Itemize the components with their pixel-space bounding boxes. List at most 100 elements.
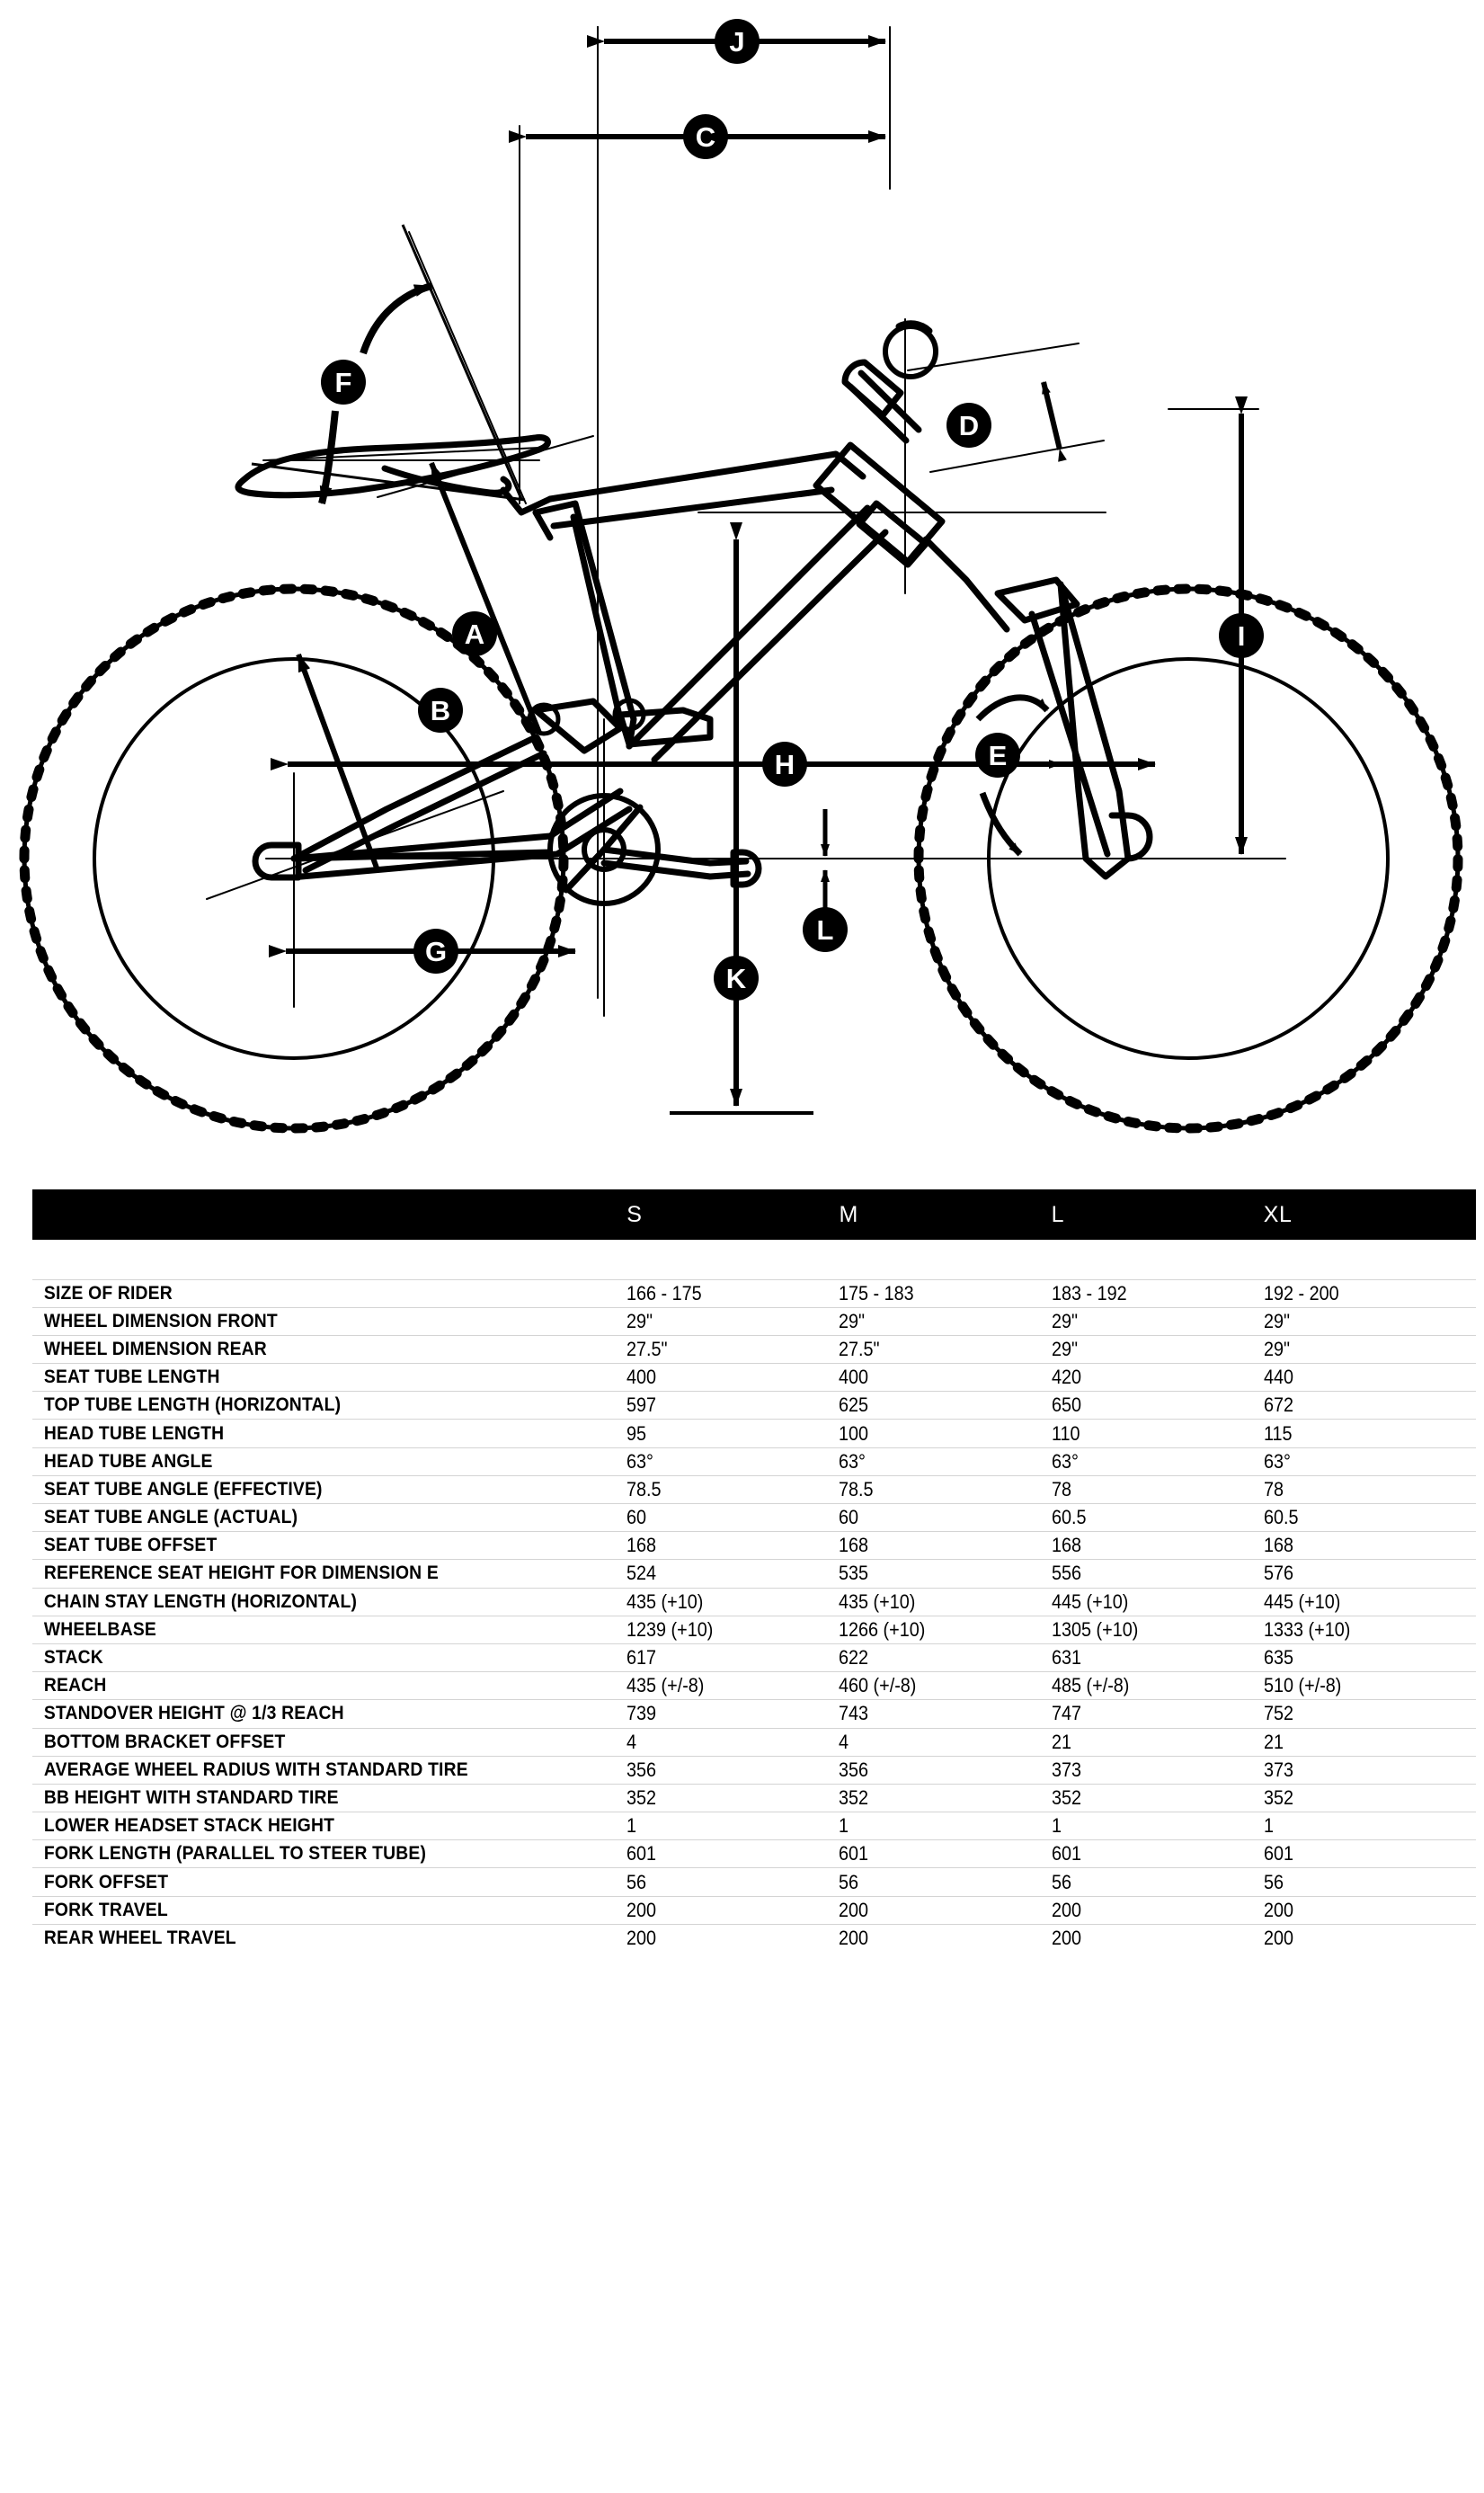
- badge-letter: B: [431, 695, 450, 726]
- cell-value: 373: [1051, 1755, 1243, 1785]
- cell-value: 56: [626, 1867, 818, 1897]
- row-label: REAR WHEEL TRAVEL: [32, 1923, 580, 1953]
- badge-circle-icon: [975, 733, 1020, 778]
- row-label: WHEEL DIMENSION REAR: [32, 1334, 580, 1364]
- callout-badge-b: B: [418, 688, 463, 733]
- cell-value: 200: [1263, 1895, 1455, 1925]
- cell-value: 635: [1263, 1643, 1455, 1672]
- cell-value: 1305 (+10): [1051, 1615, 1243, 1644]
- badge-circle-icon: [321, 360, 366, 405]
- row-label: STACK: [32, 1643, 580, 1672]
- cell-value: 1239 (+10): [626, 1615, 818, 1644]
- cell-value: 200: [1051, 1923, 1243, 1953]
- badge-letter: C: [696, 121, 715, 153]
- cell-value: 29": [1263, 1306, 1455, 1336]
- table-row: CHAIN STAY LENGTH (HORIZONTAL) 435 (+10) 4…: [32, 1587, 1476, 1616]
- row-label: WHEELBASE: [32, 1615, 580, 1644]
- cell-value: 631: [1051, 1643, 1243, 1672]
- cell-value: 56: [1263, 1867, 1455, 1897]
- cell-value: 601: [626, 1839, 818, 1868]
- cell-value: 352: [839, 1783, 1031, 1812]
- cell-value: 435 (+10): [626, 1587, 818, 1616]
- cell-value: 597: [626, 1391, 818, 1420]
- cell-value: 510 (+/-8): [1263, 1671, 1455, 1700]
- cell-value: 743: [839, 1699, 1031, 1728]
- bike-frame: [235, 320, 1153, 906]
- row-label: BOTTOM BRACKET OFFSET: [32, 1727, 580, 1757]
- row-label: LOWER HEADSET STACK HEIGHT: [32, 1812, 580, 1840]
- cell-value: 1: [839, 1812, 1031, 1840]
- row-label: SEAT TUBE ANGLE (EFFECTIVE): [32, 1474, 580, 1504]
- row-label: CHAIN STAY LENGTH (HORIZONTAL): [32, 1587, 580, 1616]
- cell-value: 56: [1051, 1867, 1243, 1897]
- cell-value: 168: [626, 1531, 818, 1560]
- cell-value: 166 - 175: [626, 1278, 818, 1308]
- front-tire-tread: [913, 583, 1463, 1134]
- table-row: FORK LENGTH (PARALLEL TO STEER TUBE) 601 6…: [32, 1839, 1476, 1868]
- cell-value: 524: [626, 1559, 818, 1589]
- cell-value: 650: [1051, 1391, 1243, 1420]
- cell-value: 625: [839, 1391, 1031, 1420]
- rear-tire-tread: [19, 583, 569, 1134]
- row-label: HEAD TUBE ANGLE: [32, 1447, 580, 1476]
- callout-badge-c: C: [683, 114, 728, 159]
- badge-circle-icon: [714, 956, 759, 1001]
- cell-value: 400: [626, 1363, 818, 1392]
- cell-value: 601: [1263, 1839, 1455, 1868]
- cell-value: 78.5: [839, 1474, 1031, 1504]
- row-label: AVERAGE WHEEL RADIUS WITH STANDARD TIRE: [32, 1755, 580, 1785]
- callout-badge-f: F: [321, 360, 366, 405]
- row-label: FORK LENGTH (PARALLEL TO STEER TUBE): [32, 1839, 580, 1868]
- cell-value: 1266 (+10): [839, 1615, 1031, 1644]
- badge-circle-icon: [452, 611, 497, 656]
- header-cell-size-l: L: [1051, 1201, 1065, 1227]
- cell-value: 200: [839, 1895, 1031, 1925]
- header-cell-size-m: M: [839, 1201, 858, 1227]
- cell-value: 29": [1051, 1306, 1243, 1336]
- badge-letter: G: [425, 936, 447, 967]
- cell-value: 29": [1263, 1334, 1455, 1364]
- cell-value: 435 (+10): [839, 1587, 1031, 1616]
- table-header-row: S M L XL: [32, 1189, 1476, 1240]
- cell-value: 56: [839, 1867, 1031, 1897]
- badge-letter: F: [335, 367, 352, 398]
- cell-value: 60.5: [1051, 1502, 1243, 1532]
- cell-value: 356: [626, 1755, 818, 1785]
- cell-value: 535: [839, 1559, 1031, 1589]
- cell-value: 400: [839, 1363, 1031, 1392]
- cell-value: 739: [626, 1699, 818, 1728]
- header-cell-size-s: S: [626, 1201, 643, 1227]
- cell-value: 4: [626, 1727, 818, 1757]
- row-label: HEAD TUBE LENGTH: [32, 1419, 580, 1448]
- badge-letter: E: [989, 740, 1008, 771]
- cell-value: 601: [839, 1839, 1031, 1868]
- cell-value: 60: [626, 1502, 818, 1532]
- cell-value: 115: [1263, 1419, 1455, 1448]
- cell-value: 485 (+/-8): [1051, 1671, 1243, 1700]
- cell-value: 460 (+/-8): [839, 1671, 1031, 1700]
- badge-letter: K: [726, 963, 747, 994]
- cell-value: 617: [626, 1643, 818, 1672]
- cell-value: 200: [1051, 1895, 1243, 1925]
- row-label: STANDOVER HEIGHT @ 1/3 REACH: [32, 1699, 580, 1728]
- row-label: SEAT TUBE LENGTH: [32, 1363, 580, 1392]
- cell-value: 78: [1263, 1474, 1455, 1504]
- badge-circle-icon: [1219, 613, 1264, 658]
- badge-circle-icon: [762, 742, 807, 787]
- row-label: WHEEL DIMENSION FRONT: [32, 1306, 580, 1336]
